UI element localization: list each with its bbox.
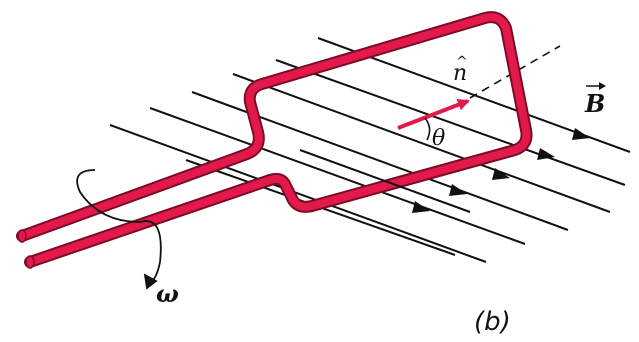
angle-label: θ — [432, 126, 445, 151]
figure-sublabel: (b) — [474, 307, 511, 337]
field-arrowhead-5 — [412, 201, 430, 213]
wire-end-bottom — [25, 255, 35, 269]
field-arrowhead-1 — [572, 128, 590, 140]
rotation-indicator — [76, 169, 162, 290]
normal-label: n — [453, 61, 467, 86]
angle-arc — [424, 117, 431, 141]
normal-hat-mark: ^ — [456, 54, 468, 70]
field-vector-arrow — [586, 82, 606, 90]
field-line-5 — [149, 107, 526, 245]
field-lines-front — [299, 149, 471, 213]
omega-label: ω — [156, 279, 179, 308]
conducting-loop — [16, 11, 533, 269]
rotation-arrowhead — [143, 273, 158, 290]
field-arrowhead-2 — [537, 148, 555, 160]
rotation-arc — [76, 169, 162, 284]
field-line-3 — [232, 73, 611, 213]
field-line-2 — [275, 59, 626, 186]
field-arrowhead-4 — [449, 184, 467, 196]
field-arrowhead-3 — [492, 168, 510, 180]
normal-vector-arrow — [397, 99, 470, 130]
field-line-front-1 — [299, 149, 471, 213]
loop-outline — [16, 11, 533, 268]
magnetic-field-lines — [109, 37, 631, 263]
field-arrowheads — [412, 128, 590, 213]
field-label: B — [584, 89, 605, 118]
loop-wire — [18, 13, 531, 266]
wire-end-top — [17, 229, 27, 243]
field-line-6 — [109, 124, 487, 263]
normal-dashed-extension — [469, 45, 561, 99]
